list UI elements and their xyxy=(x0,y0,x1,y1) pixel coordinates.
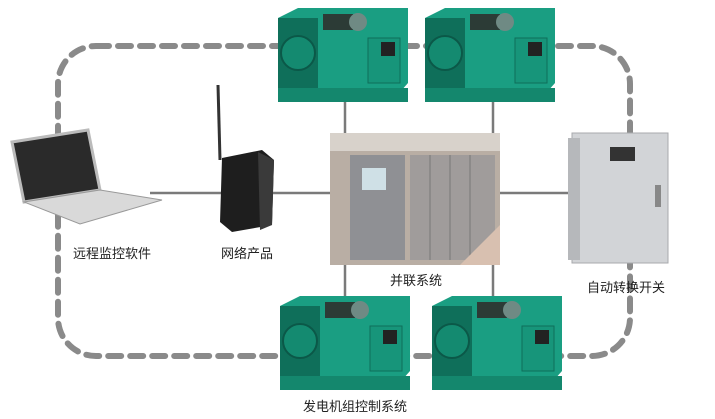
paralleling-switchgear-image xyxy=(330,133,500,265)
genset-bottom-right xyxy=(431,295,563,391)
network-router-image xyxy=(216,84,274,232)
genset-top-left xyxy=(277,7,409,103)
genset-top-right xyxy=(424,7,556,103)
label-paralleling-system: 并联系统 xyxy=(389,274,443,289)
label-transfer-switch: 自动转换开关 xyxy=(586,281,666,296)
label-genset-control: 发电机组控制系统 xyxy=(302,400,408,415)
laptop-image xyxy=(10,128,163,225)
genset-bottom-left xyxy=(279,295,411,391)
label-remote-monitoring: 远程监控软件 xyxy=(72,247,152,262)
label-network-products: 网络产品 xyxy=(220,247,274,262)
transfer-switch-image xyxy=(568,132,669,264)
